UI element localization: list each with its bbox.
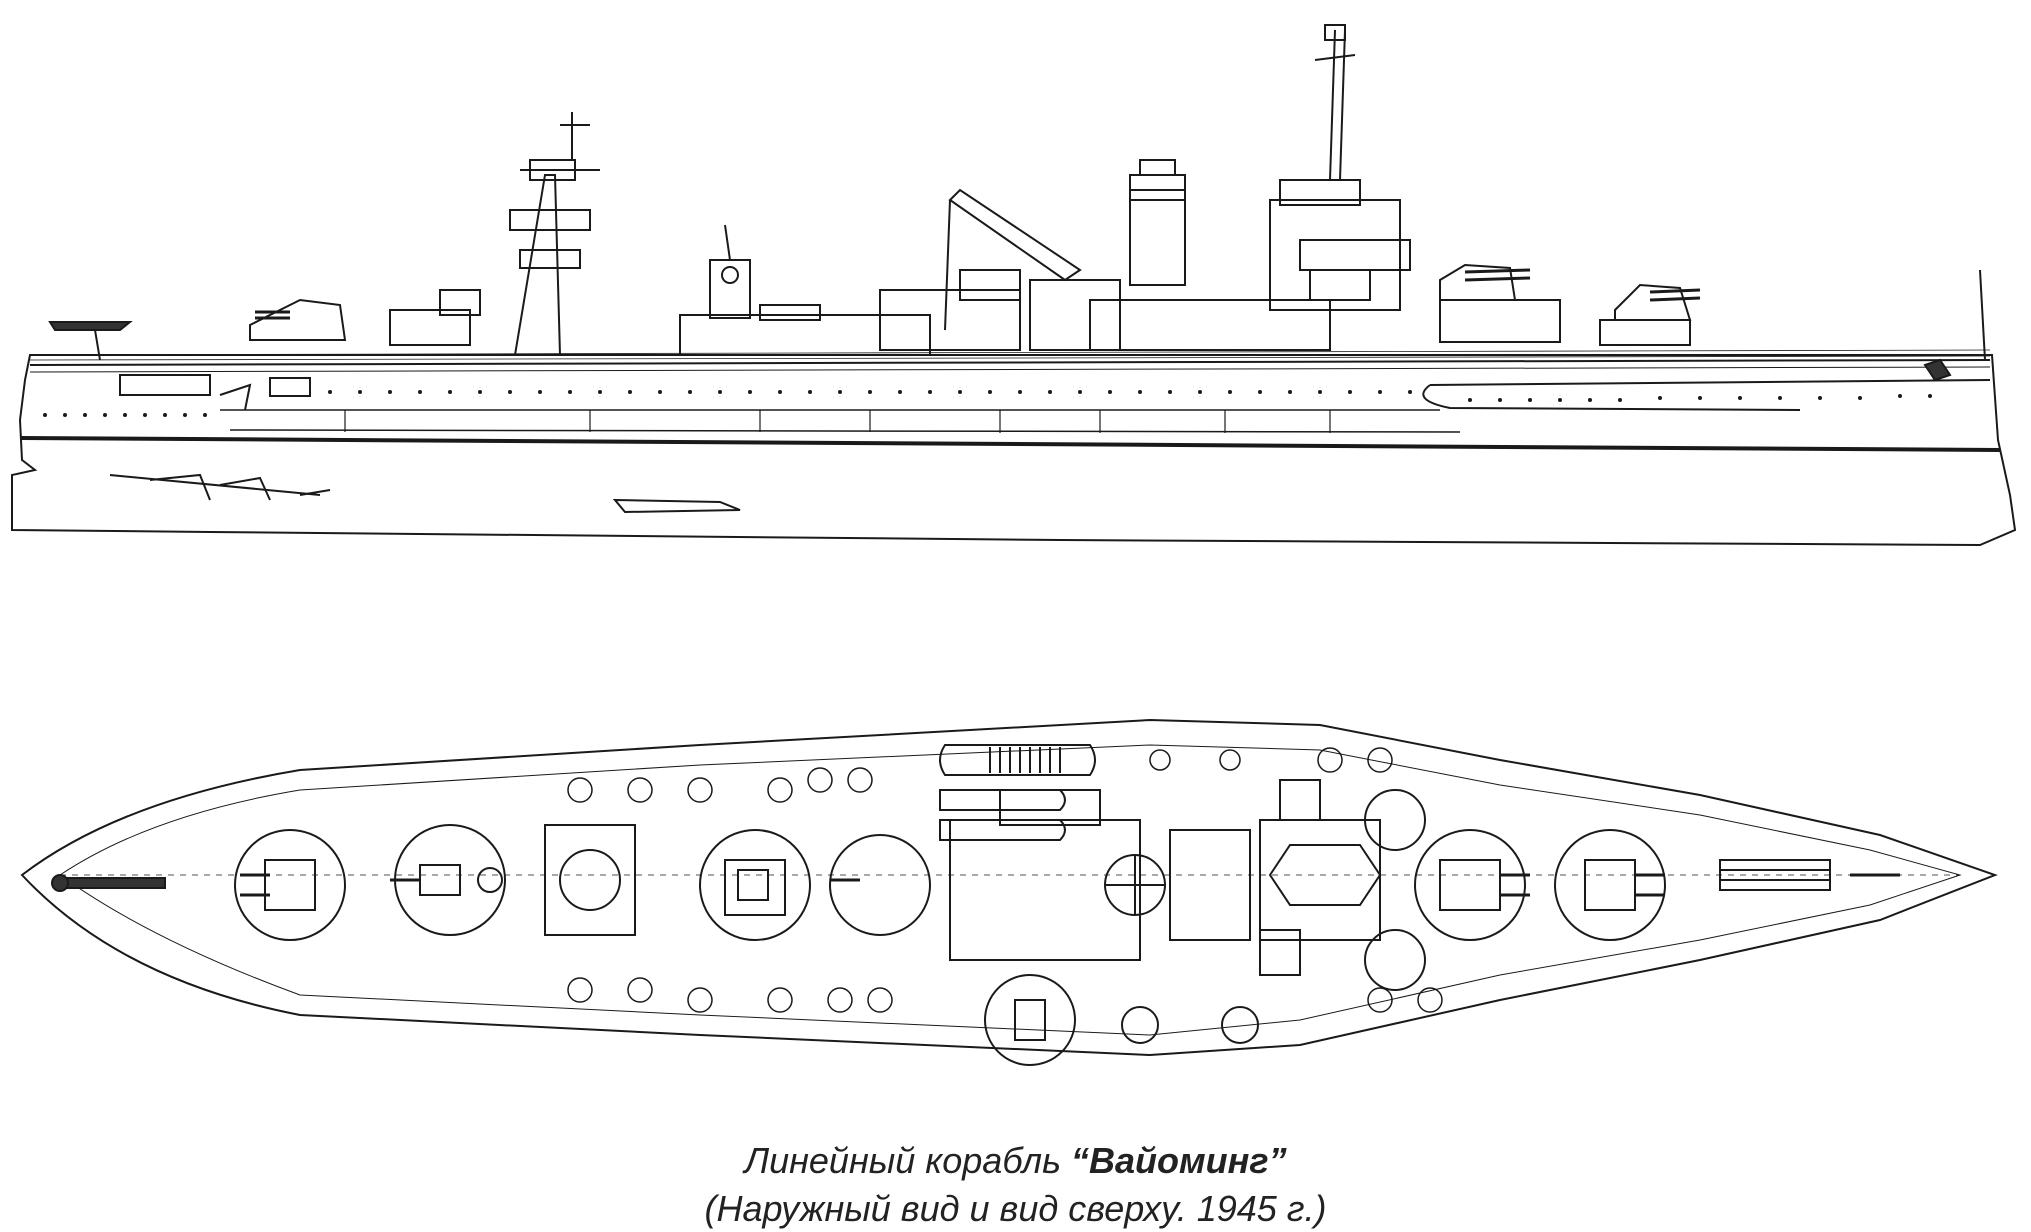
- ship-profile-view: [12, 25, 2015, 545]
- turret-mid-1: [700, 830, 810, 940]
- ship-name: “Вайоминг”: [1071, 1140, 1287, 1181]
- drawing-subtitle: (Наружный вид и вид сверху. 1945 г.): [704, 1188, 1327, 1229]
- ship-plan-view: [22, 720, 1995, 1065]
- turret-fwd-1: [1415, 830, 1525, 940]
- turret-mid-2: [830, 835, 930, 935]
- main-deck-line: [30, 360, 1990, 365]
- turret-aft-1: [235, 830, 345, 940]
- drawing-caption: Линейный корабль “Вайоминг”: [0, 1140, 2031, 1182]
- deck-outline: [22, 720, 1995, 1055]
- hull-outline: [12, 355, 2015, 545]
- bridge-tower: [1270, 200, 1400, 310]
- mainmast: [515, 175, 560, 355]
- waterline: [20, 438, 2000, 450]
- foremast: [1330, 30, 1335, 180]
- caption-prefix: Линейный корабль: [744, 1140, 1072, 1181]
- turret-fwd-2: [1555, 830, 1665, 940]
- funnel: [1130, 175, 1185, 285]
